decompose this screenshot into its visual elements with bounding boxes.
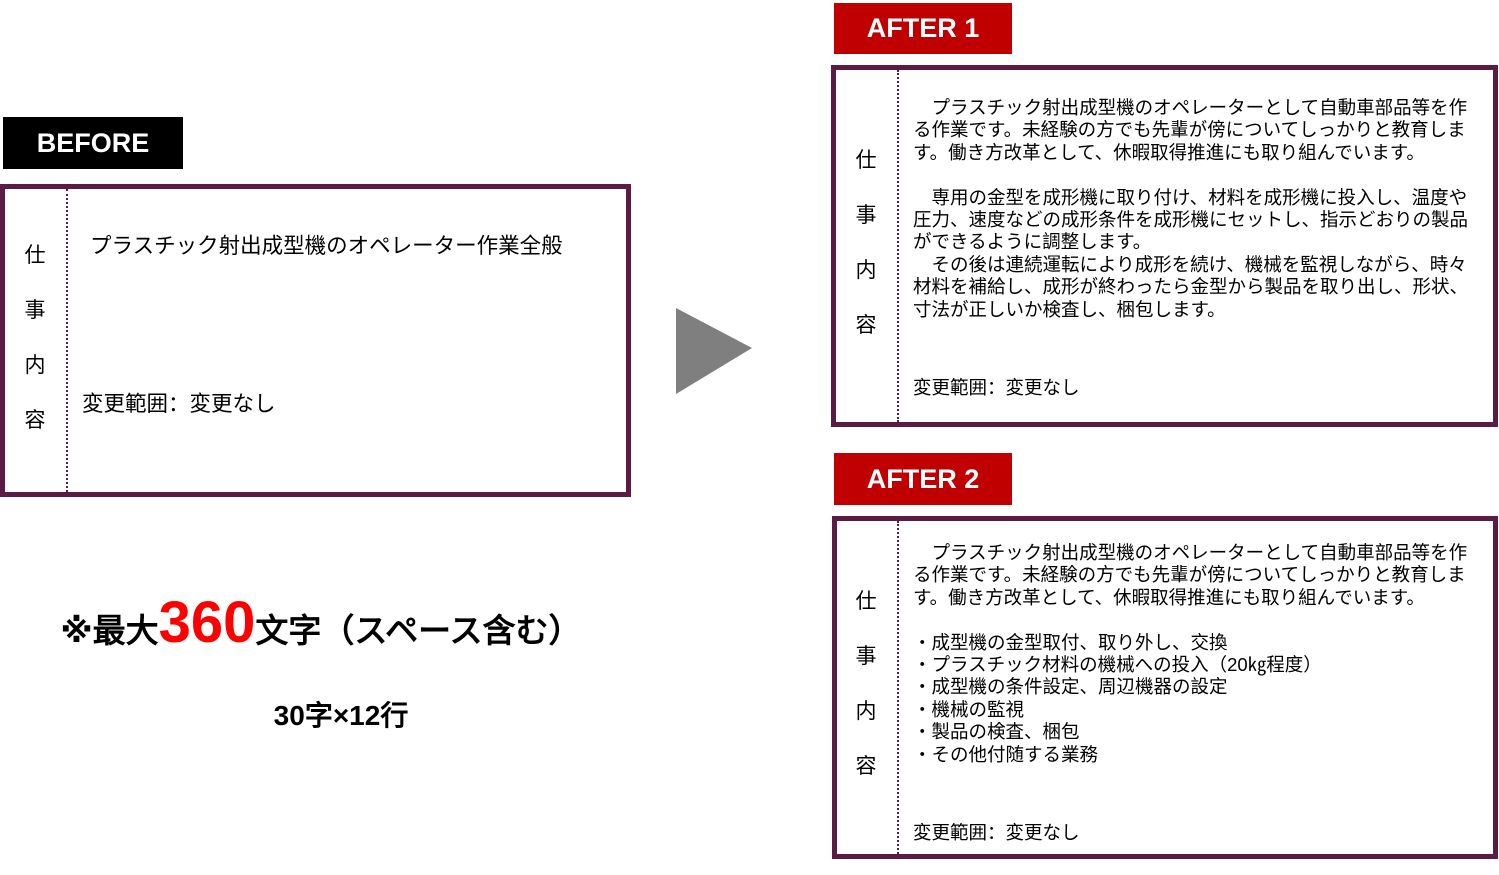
after1-heading: 仕事内容 — [855, 149, 877, 337]
before-heading: 仕事内容 — [24, 244, 46, 432]
limit-prefix: ※最大 — [60, 612, 159, 649]
before-scope: 変更範囲：変更なし — [82, 392, 276, 416]
after2-intro-line: プラスチック射出成型機のオペレーターとして自動車部品等を作 — [913, 542, 1468, 563]
after2-duty-item: ・成型機の金型取付、取り外し、交換 — [913, 631, 1228, 653]
before-body: プラスチック射出成型機のオペレーター作業全般 — [90, 234, 563, 258]
limit-count: 360 — [158, 590, 256, 655]
after2-duties: ・成型機の金型取付、取り外し、交換 ・プラスチック材料の機械への投入（20㎏程度… — [913, 632, 1467, 766]
after2-divider — [897, 521, 899, 854]
after2-label-text: AFTER 2 — [866, 463, 980, 494]
after1-intro-line: す。働き方改革として、休暇取得推進にも取り組んでいます。 — [913, 141, 1425, 163]
grid-size-note: 30字×12行 — [273, 700, 409, 731]
after1-label: AFTER 1 — [834, 3, 1012, 54]
after2-intro: プラスチック射出成型機のオペレーターとして自動車部品等を作 る作業です。未経験の… — [913, 542, 1467, 609]
after1-panel — [831, 65, 1498, 427]
before-label: BEFORE — [3, 117, 183, 169]
after2-duty-item: ・成型機の条件設定、周辺機器の設定 — [913, 676, 1228, 698]
after2-panel — [832, 516, 1498, 859]
after2-scope: 変更範囲：変更なし — [913, 822, 1080, 843]
after1-details-line: ができるように調整します。 — [913, 231, 1152, 253]
after2-intro-line: す。働き方改革として、休暇取得推進にも取り組んでいます。 — [913, 586, 1425, 608]
after2-label: AFTER 2 — [834, 453, 1012, 505]
play-triangle-icon — [676, 308, 752, 394]
after2-duty-item: ・プラスチック材料の機械への投入（20㎏程度） — [913, 653, 1322, 675]
after1-intro: プラスチック射出成型機のオペレーターとして自動車部品等を作 る作業です。未経験の… — [913, 97, 1468, 164]
after2-intro-line: る作業です。未経験の方でも先輩が傍についてしっかりと教育しま — [913, 564, 1466, 586]
after2-duty-item: ・製品の検査、梱包 — [913, 721, 1080, 743]
after1-divider — [897, 70, 899, 422]
after2-duty-item: ・機械の監視 — [913, 698, 1025, 720]
after1-details-line: 材料を補給し、成形が終わったら金型から製品を取り出し、形状、 — [913, 276, 1469, 298]
after1-scope: 変更範囲：変更なし — [913, 377, 1080, 398]
after1-details-line: 専用の金型を成形機に取り付け、材料を成形機に投入し、温度や — [913, 186, 1468, 208]
before-divider — [66, 189, 68, 492]
limit-suffix: 文字（スペース含む） — [255, 612, 582, 649]
after1-details: 専用の金型を成形機に取り付け、材料を成形機に投入し、温度や 圧力、速度などの成形… — [913, 187, 1468, 321]
after1-details-line: その後は連続運転により成形を続け、機械を監視しながら、時々 — [913, 253, 1467, 275]
after1-intro-line: プラスチック射出成型機のオペレーターとして自動車部品等を作 — [913, 97, 1468, 118]
after1-details-line: 寸法が正しいか検査し、梱包します。 — [913, 298, 1226, 320]
after2-duty-item: ・その他付随する業務 — [913, 743, 1099, 765]
arrow-shape — [676, 308, 752, 394]
after2-heading: 仕事内容 — [855, 590, 877, 778]
before-panel — [0, 184, 631, 497]
character-limit-note: ※最大360文字（スペース含む） — [0, 588, 642, 658]
after1-body: プラスチック射出成型機のオペレーターとして自動車部品等を作 る作業です。未経験の… — [913, 97, 1468, 321]
before-label-text: BEFORE — [36, 127, 150, 158]
after2-body: プラスチック射出成型機のオペレーターとして自動車部品等を作 る作業です。未経験の… — [913, 542, 1467, 766]
after1-label-text: AFTER 1 — [866, 13, 980, 43]
after1-details-line: 圧力、速度などの成形条件を成形機にセットし、指示どおりの製品 — [913, 208, 1469, 230]
after1-intro-line: る作業です。未経験の方でも先輩が傍についてしっかりと教育しま — [913, 119, 1466, 141]
